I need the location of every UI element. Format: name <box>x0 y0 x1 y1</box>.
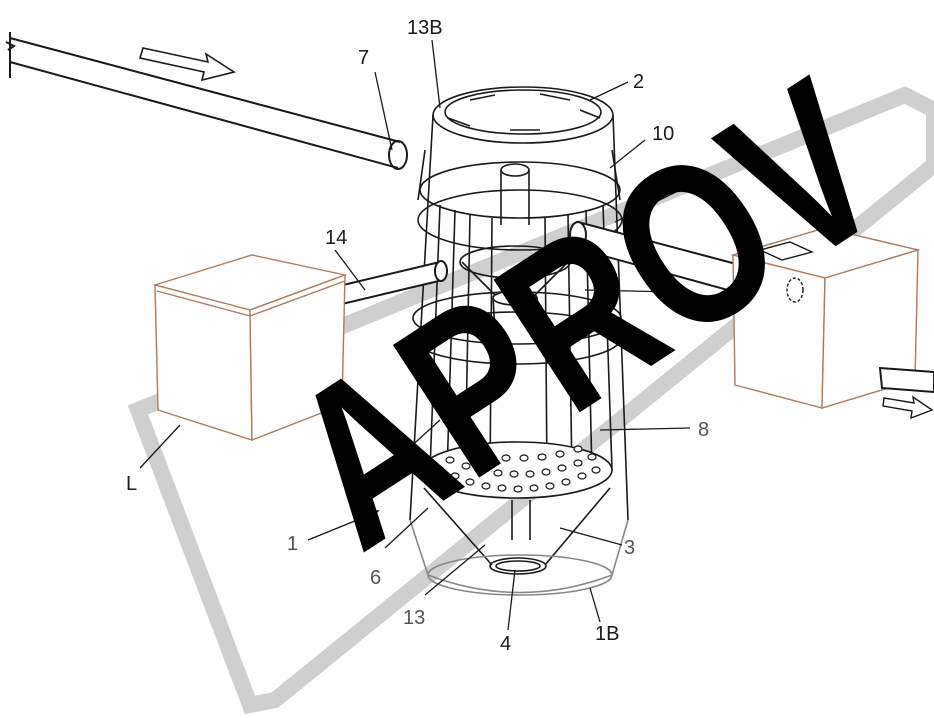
right-box <box>730 227 921 409</box>
label-9: 9 <box>672 285 683 307</box>
inlet-arrow <box>138 47 236 82</box>
label-1b: 1B <box>595 623 619 645</box>
label-11: 11 <box>680 169 701 191</box>
flow-arrow-1 <box>307 510 380 541</box>
exit-arrow <box>882 395 934 420</box>
label-13: 13 <box>403 607 425 629</box>
label-4: 4 <box>500 633 511 655</box>
plate-perforations <box>435 445 601 493</box>
reference-labels: 13B 7 2 10 11 14 9 8 L 12 1 6 3 13 4 1B <box>126 17 709 655</box>
label-7: 7 <box>358 47 369 69</box>
left-box <box>152 254 348 442</box>
stamp-frame <box>127 86 934 715</box>
inlet-pipe <box>5 32 408 170</box>
exit-pipe <box>878 366 934 394</box>
label-8: 8 <box>698 419 709 441</box>
label-14: 14 <box>325 227 347 249</box>
label-1: 1 <box>287 533 298 555</box>
label-12: 12 <box>352 471 374 493</box>
leader-lines <box>139 39 691 631</box>
label-3: 3 <box>624 537 635 559</box>
label-l: L <box>126 473 137 495</box>
label-10: 10 <box>652 123 674 145</box>
label-13b: 13B <box>407 17 443 39</box>
label-2: 2 <box>633 71 644 93</box>
label-6: 6 <box>370 567 381 589</box>
